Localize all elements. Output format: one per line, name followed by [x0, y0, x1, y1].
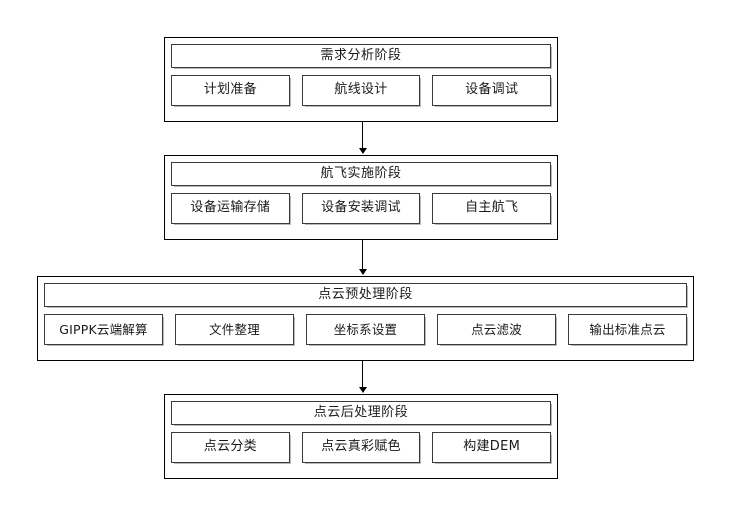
connector-stage1-to-stage2-arrowhead	[358, 148, 367, 154]
stage-item-pointcloud-true-color[interactable]: 点云真彩赋色	[301, 432, 421, 463]
stage-title-demand-analysis: 需求分析阶段	[171, 44, 551, 68]
stage-item-route-design[interactable]: 航线设计	[301, 75, 421, 106]
connector-stage3-to-stage4-arrowhead	[358, 387, 367, 393]
stage-title-pointcloud-preprocessing: 点云预处理阶段	[44, 283, 687, 307]
stage-item-file-organization[interactable]: 文件整理	[175, 314, 294, 345]
connector-stage3-to-stage4-line	[362, 361, 363, 388]
stage-title-flight-implementation: 航飞实施阶段	[171, 162, 551, 186]
stage-item-build-dem[interactable]: 构建DEM	[432, 432, 552, 463]
stage-items-row-flight-implementation: 设备运输存储 设备安装调试 自主航飞	[171, 193, 552, 224]
stage-block-pointcloud-preprocessing[interactable]: 点云预处理阶段 GIPPK云端解算 文件整理 坐标系设置 点云滤波 输出标准点云	[37, 276, 694, 361]
stage-block-flight-implementation[interactable]: 航飞实施阶段 设备运输存储 设备安装调试 自主航飞	[164, 155, 558, 240]
stage-block-demand-analysis[interactable]: 需求分析阶段 计划准备 航线设计 设备调试	[164, 37, 558, 122]
stage-item-equipment-debugging[interactable]: 设备调试	[432, 75, 552, 106]
stage-items-row-demand-analysis: 计划准备 航线设计 设备调试	[171, 75, 552, 106]
connector-stage2-to-stage3-line	[362, 240, 363, 270]
connector-stage1-to-stage2-line	[362, 122, 363, 149]
stage-item-autonomous-flight[interactable]: 自主航飞	[432, 193, 552, 224]
stage-item-plan-preparation[interactable]: 计划准备	[171, 75, 290, 106]
stage-item-gippk-cloud-solution[interactable]: GIPPK云端解算	[44, 314, 163, 345]
stage-item-output-standard-pointcloud[interactable]: 输出标准点云	[568, 314, 687, 345]
stage-item-equipment-install-debug[interactable]: 设备安装调试	[301, 193, 421, 224]
stage-items-row-pointcloud-postprocessing: 点云分类 点云真彩赋色 构建DEM	[171, 432, 552, 463]
connector-stage2-to-stage3-arrowhead	[358, 269, 367, 275]
stage-item-pointcloud-filtering[interactable]: 点云滤波	[437, 314, 556, 345]
stage-item-equipment-transport-storage[interactable]: 设备运输存储	[171, 193, 290, 224]
stage-block-pointcloud-postprocessing[interactable]: 点云后处理阶段 点云分类 点云真彩赋色 构建DEM	[164, 394, 558, 479]
stage-title-pointcloud-postprocessing: 点云后处理阶段	[171, 401, 551, 425]
stage-item-coordinate-system-setup[interactable]: 坐标系设置	[306, 314, 425, 345]
stage-items-row-pointcloud-preprocessing: GIPPK云端解算 文件整理 坐标系设置 点云滤波 输出标准点云	[44, 314, 687, 345]
stage-item-pointcloud-classification[interactable]: 点云分类	[171, 432, 290, 463]
